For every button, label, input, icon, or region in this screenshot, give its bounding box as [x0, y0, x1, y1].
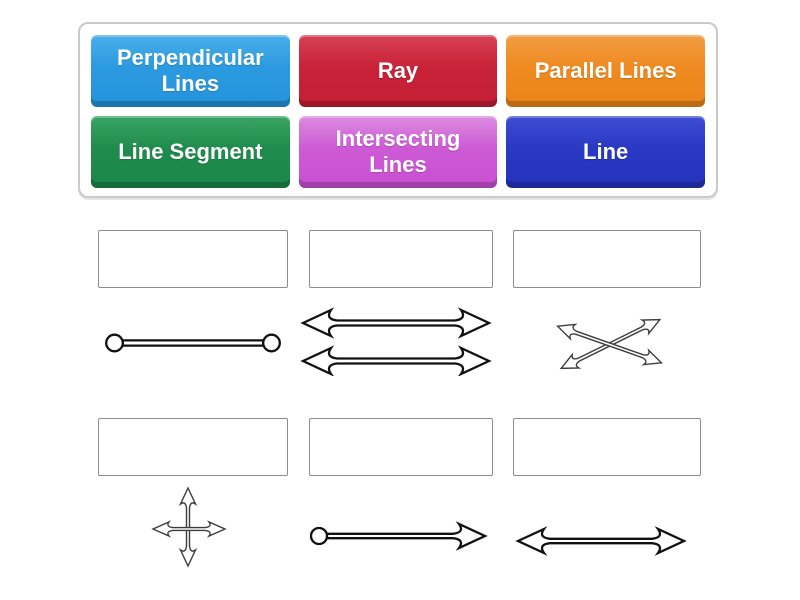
answer-slot-1[interactable] [98, 230, 288, 288]
word-bank-item-line[interactable]: Line [506, 116, 705, 188]
intersecting-lines-diagram [556, 318, 663, 370]
word-bank-label: Parallel Lines [534, 58, 677, 84]
word-bank-item-parallel-lines[interactable]: Parallel Lines [506, 35, 705, 107]
line-segment-diagram [105, 333, 281, 353]
word-bank-label: Line Segment [118, 139, 263, 165]
word-bank-label: Ray [377, 58, 419, 84]
perpendicular-lines-diagram [151, 486, 227, 568]
line-diagram [515, 526, 687, 556]
answer-slot-5[interactable] [309, 418, 493, 476]
word-bank-item-perpendicular-lines[interactable]: Perpendicular Lines [91, 35, 290, 107]
word-bank-item-line-segment[interactable]: Line Segment [91, 116, 290, 188]
word-bank-item-ray[interactable]: Ray [298, 35, 498, 107]
word-bank-item-intersecting-lines[interactable]: Intersecting Lines [298, 116, 498, 188]
answer-slot-6[interactable] [513, 418, 701, 476]
answer-slot-2[interactable] [309, 230, 493, 288]
answer-slot-4[interactable] [98, 418, 288, 476]
parallel-lines-diagram [300, 307, 492, 376]
answer-slot-3[interactable] [513, 230, 701, 288]
word-bank-label: Line [583, 139, 629, 165]
word-bank-panel: Perpendicular Lines Ray Parallel Lines L… [78, 22, 718, 198]
word-bank-label: Intersecting Lines [335, 126, 461, 177]
ray-diagram [309, 521, 488, 551]
word-bank-label: Perpendicular Lines [116, 45, 264, 96]
